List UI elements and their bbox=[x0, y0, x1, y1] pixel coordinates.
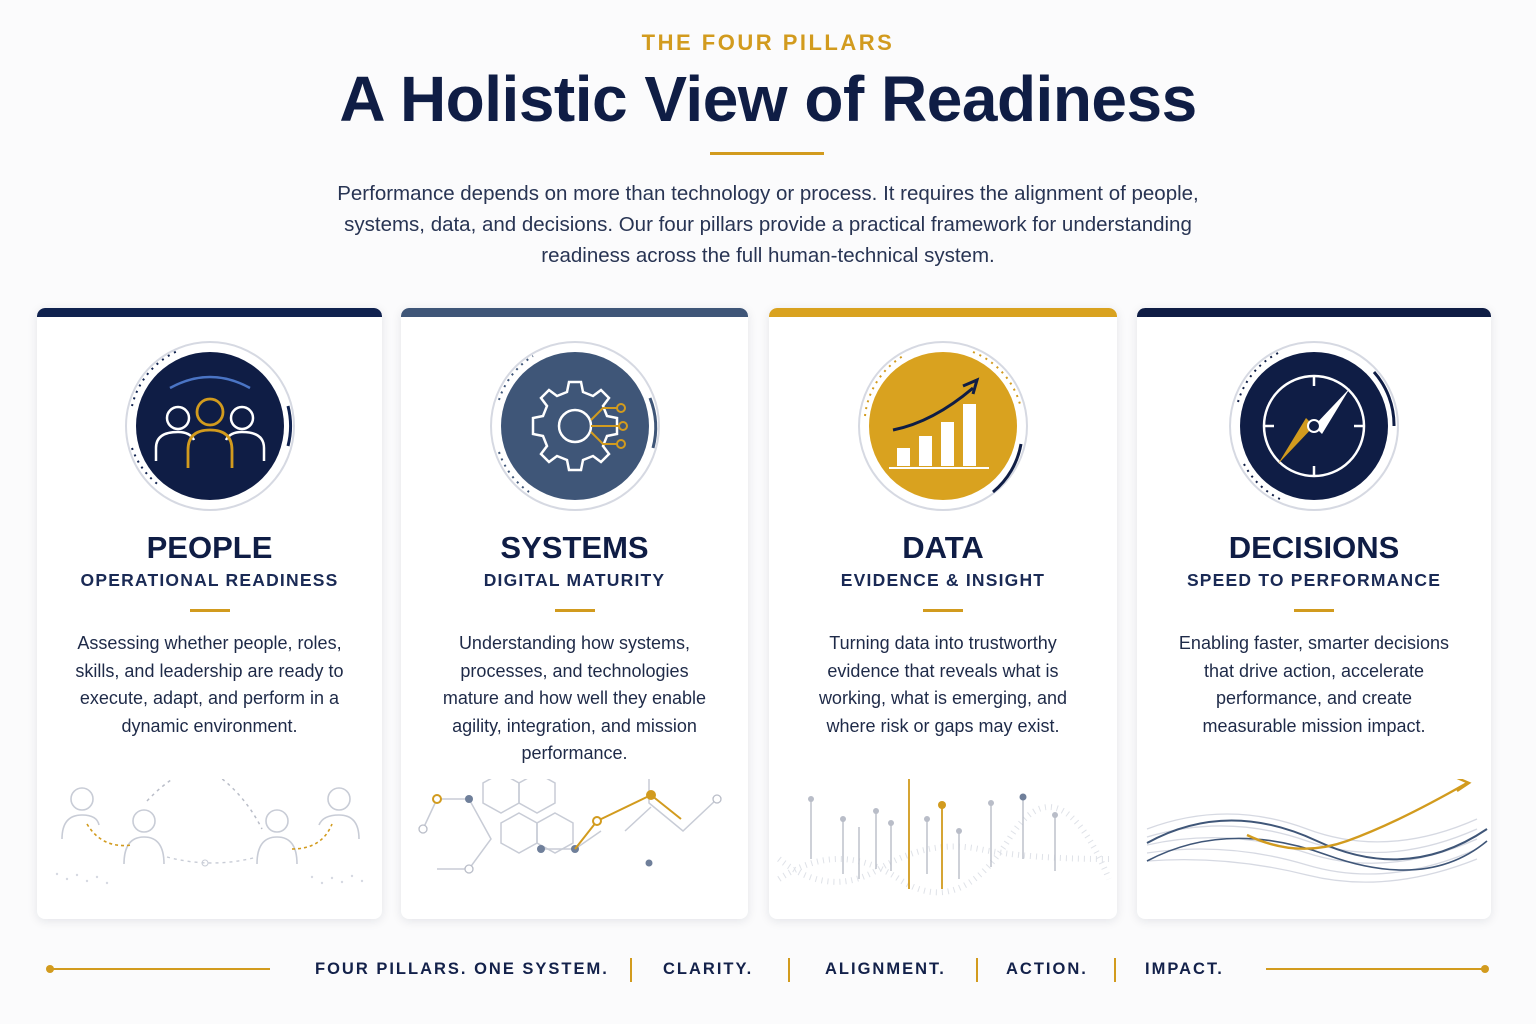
pillar-description: Understanding how systems, processes, an… bbox=[442, 633, 707, 763]
footer-line-right bbox=[1266, 968, 1484, 970]
footer-tagline: FOUR PILLARS. ONE SYSTEM. bbox=[315, 960, 609, 978]
pillar-title: DECISIONS bbox=[1228, 530, 1400, 565]
pillar-card-systems: SYSTEMS DIGITAL MATURITY Understanding h… bbox=[401, 308, 748, 919]
pillar-title: SYSTEMS bbox=[500, 530, 649, 565]
bar-chart-trend-icon bbox=[853, 336, 1033, 516]
pillar-divider bbox=[554, 609, 595, 612]
pillar-title: PEOPLE bbox=[146, 530, 273, 565]
pillar-divider bbox=[923, 609, 963, 612]
pillar-title: DATA bbox=[902, 530, 984, 565]
pillar-subtitle: DIGITAL MATURITY bbox=[483, 570, 666, 590]
footer-dot-right bbox=[1481, 965, 1489, 973]
pillar-card-people: PEOPLE OPERATIONAL READINESS Assessing w… bbox=[37, 308, 382, 919]
intro-paragraph: Performance depends on more than technol… bbox=[337, 182, 1199, 267]
footer-word: IMPACT. bbox=[1145, 960, 1224, 978]
people-network-illustration bbox=[55, 779, 364, 885]
compass-icon bbox=[1224, 336, 1404, 516]
footer-word: ACTION. bbox=[1006, 960, 1088, 978]
card-accent-bar bbox=[401, 308, 748, 317]
pillar-description: Enabling faster, smarter decisions that … bbox=[1178, 633, 1450, 736]
footer-dot-left bbox=[46, 965, 54, 973]
data-signal-illustration bbox=[777, 779, 1112, 896]
systems-hexagon-network-illustration bbox=[418, 779, 722, 874]
pillar-card-decisions: DECISIONS SPEED TO PERFORMANCE Enabling … bbox=[1137, 308, 1491, 919]
gear-circuit-icon bbox=[485, 336, 665, 516]
card-accent-bar bbox=[769, 308, 1117, 317]
footer-separator bbox=[788, 958, 790, 982]
pillar-subtitle: SPEED TO PERFORMANCE bbox=[1186, 570, 1442, 590]
pillar-divider bbox=[1294, 609, 1334, 612]
footer-word: ALIGNMENT. bbox=[825, 960, 946, 978]
footer-word: CLARITY. bbox=[663, 960, 754, 978]
pillar-divider bbox=[189, 609, 230, 612]
card-accent-bar bbox=[1137, 308, 1491, 317]
footer-separator bbox=[630, 958, 632, 982]
pillar-card-data: DATA EVIDENCE & INSIGHT Turning data int… bbox=[769, 308, 1117, 919]
pillar-description: Turning data into trustworthy evidence t… bbox=[818, 633, 1068, 736]
footer-line-left bbox=[52, 968, 270, 970]
page-title: A Holistic View of Readiness bbox=[339, 63, 1197, 135]
people-group-icon bbox=[120, 336, 300, 516]
footer-separator bbox=[1114, 958, 1116, 982]
pillar-subtitle: EVIDENCE & INSIGHT bbox=[840, 570, 1046, 590]
decisions-wave-illustration bbox=[1146, 779, 1488, 883]
pillar-subtitle: OPERATIONAL READINESS bbox=[80, 570, 339, 590]
card-accent-bar bbox=[37, 308, 382, 317]
footer-separator bbox=[976, 958, 978, 982]
eyebrow-label: THE FOUR PILLARS bbox=[641, 30, 895, 55]
title-divider bbox=[710, 152, 824, 155]
pillar-description: Assessing whether people, roles, skills,… bbox=[75, 633, 344, 736]
